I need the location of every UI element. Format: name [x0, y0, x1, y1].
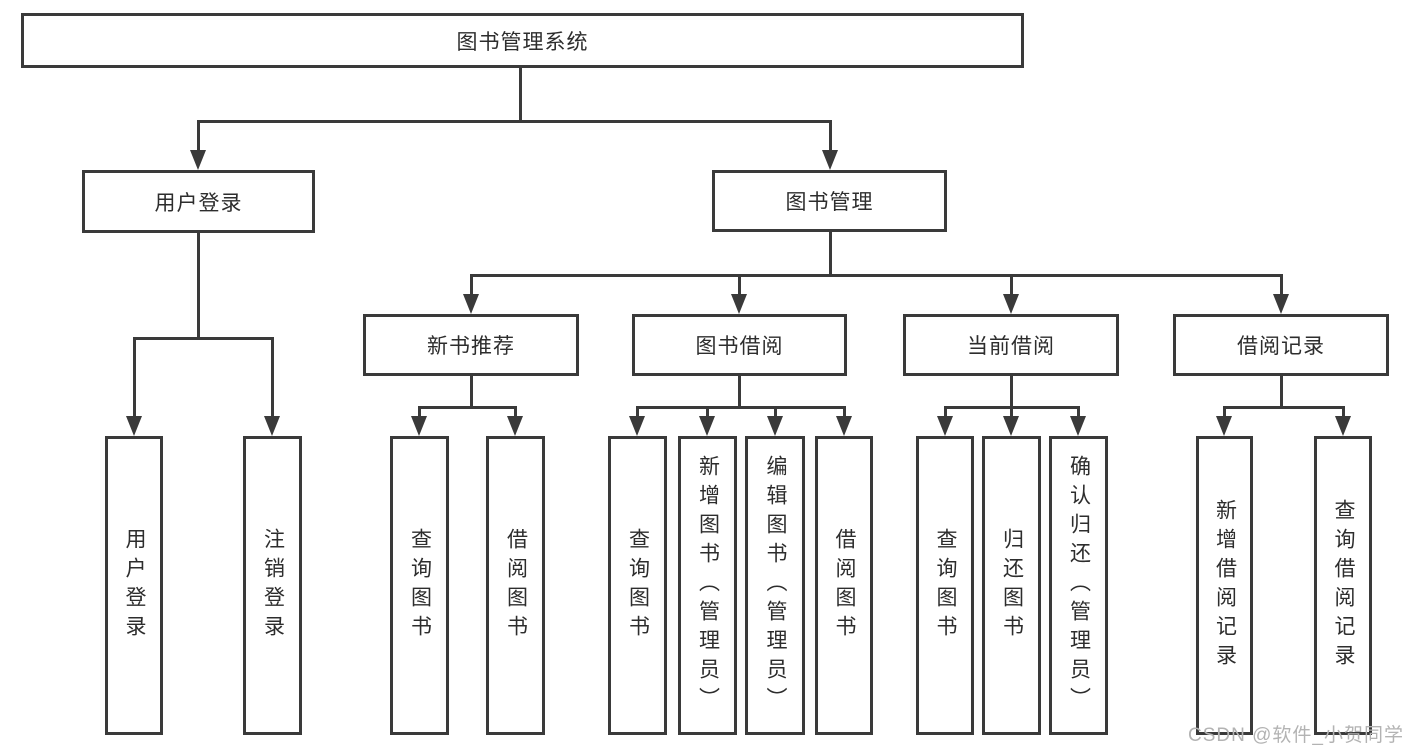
connector-userlogin-stem	[197, 233, 200, 337]
connector-bookmgmt-drop2	[738, 274, 741, 296]
node-label: 查询借阅记录	[1332, 498, 1355, 673]
connector-bookmgmt-drop4	[1280, 274, 1283, 296]
arrowhead-borrow-edit	[767, 416, 783, 436]
arrowhead-borrow-borrow	[836, 416, 852, 436]
connector-bookmgmt-drop1	[470, 274, 473, 296]
connector-current-drop1	[944, 406, 947, 418]
leaf-logout: 注销登录	[243, 436, 302, 735]
node-label: 当前借阅	[967, 335, 1055, 358]
node-label: 查询图书	[934, 527, 957, 644]
connector-newbook-drop1	[418, 406, 421, 418]
node-label: 用户登录	[123, 527, 146, 644]
node-label: 新增借阅记录	[1213, 498, 1237, 673]
arrowhead-current-borrow	[1003, 294, 1019, 314]
connector-records-rail	[1223, 406, 1345, 409]
leaf-records-add: 新增借阅记录	[1196, 436, 1253, 735]
node-label: 查询图书	[408, 527, 432, 644]
arrowhead-current-return	[1003, 416, 1019, 436]
node-label: 归还图书	[1000, 527, 1024, 644]
connector-userlogin-rail	[133, 337, 274, 340]
leaf-current-confirm-admin: 确认归还（管理员）	[1049, 436, 1108, 735]
arrowhead-current-confirm	[1070, 416, 1086, 436]
node-label: 注销登录	[261, 527, 285, 644]
leaf-newbook-borrow: 借阅图书	[486, 436, 545, 735]
arrowhead-records-add	[1216, 416, 1232, 436]
connector-bookmgmt-rail	[470, 274, 1282, 277]
node-label: 借阅图书	[833, 527, 856, 644]
node-label: 新增图书（管理员）	[696, 455, 720, 716]
arrowhead-leaf-logout	[264, 416, 280, 436]
connector-newbook-rail	[418, 406, 517, 409]
node-book-management: 图书管理	[712, 170, 947, 232]
node-new-book-recommend: 新书推荐	[363, 314, 579, 376]
connector-records-stem	[1280, 376, 1283, 406]
connector-records-drop2	[1342, 406, 1345, 418]
connector-root-stem	[519, 68, 522, 120]
connector-borrow-drop1	[636, 406, 639, 418]
node-label: 借阅图书	[504, 527, 528, 644]
node-book-borrow: 图书借阅	[632, 314, 847, 376]
connector-current-stem	[1010, 376, 1013, 406]
arrowhead-book-borrow	[731, 294, 747, 314]
leaf-records-query: 查询借阅记录	[1314, 436, 1372, 735]
node-label: 图书管理系统	[456, 30, 589, 54]
connector-userlogin-drop1	[133, 337, 136, 418]
leaf-current-query: 查询图书	[916, 436, 974, 735]
node-label: 图书管理	[785, 191, 874, 214]
connector-records-drop1	[1223, 406, 1226, 418]
arrowhead-new-book-recommend	[463, 294, 479, 314]
node-label: 确认归还（管理员）	[1067, 455, 1091, 716]
arrowhead-records-query	[1335, 416, 1351, 436]
node-label: 查询图书	[626, 527, 650, 644]
leaf-borrow-edit-admin: 编辑图书（管理员）	[745, 436, 805, 735]
connector-newbook-stem	[470, 376, 473, 406]
leaf-newbook-query: 查询图书	[390, 436, 449, 735]
node-label: 图书借阅	[695, 335, 784, 358]
arrowhead-user-login	[190, 150, 206, 170]
node-label: 新书推荐	[427, 335, 515, 358]
node-user-login: 用户登录	[82, 170, 315, 233]
connector-borrow-drop3	[774, 406, 777, 418]
connector-root-drop-left	[197, 120, 200, 152]
arrowhead-borrow-query	[629, 416, 645, 436]
arrowhead-current-query	[937, 416, 953, 436]
connector-current-drop2	[1010, 406, 1013, 418]
connector-borrow-rail	[636, 406, 846, 409]
arrowhead-borrow-records	[1273, 294, 1289, 314]
connector-borrow-stem	[738, 376, 741, 406]
csdn-watermark: CSDN @软件_小贺同学	[1188, 725, 1404, 746]
connector-root-rail	[197, 120, 831, 123]
node-label: 用户登录	[154, 191, 243, 215]
arrowhead-newbook-borrow	[507, 416, 523, 436]
leaf-borrow-borrow: 借阅图书	[815, 436, 873, 735]
leaf-borrow-add-admin: 新增图书（管理员）	[678, 436, 737, 735]
node-label: 编辑图书（管理员）	[764, 455, 787, 716]
leaf-current-return: 归还图书	[982, 436, 1041, 735]
leaf-user-login: 用户登录	[105, 436, 163, 735]
connector-borrow-drop2	[706, 406, 709, 418]
connector-root-drop-right	[829, 120, 832, 152]
node-root-library-system: 图书管理系统	[21, 13, 1024, 68]
arrowhead-newbook-query	[411, 416, 427, 436]
arrowhead-borrow-add	[699, 416, 715, 436]
connector-bookmgmt-stem	[829, 232, 832, 274]
connector-userlogin-drop2	[271, 337, 274, 418]
arrowhead-leaf-user-login	[126, 416, 142, 436]
leaf-borrow-query: 查询图书	[608, 436, 667, 735]
connector-borrow-drop4	[843, 406, 846, 418]
connector-current-drop3	[1077, 406, 1080, 418]
connector-newbook-drop2	[514, 406, 517, 418]
node-current-borrow: 当前借阅	[903, 314, 1119, 376]
connector-bookmgmt-drop3	[1010, 274, 1013, 296]
node-label: 借阅记录	[1237, 335, 1325, 358]
arrowhead-book-management	[822, 150, 838, 170]
node-borrow-records: 借阅记录	[1173, 314, 1389, 376]
